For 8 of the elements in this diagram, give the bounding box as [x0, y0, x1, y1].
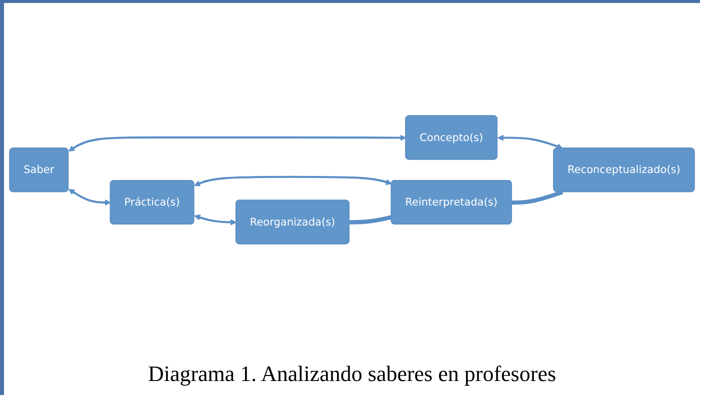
arrow [68, 189, 111, 206]
connector [349, 215, 392, 225]
arrow [194, 176, 392, 187]
connector [512, 190, 564, 205]
caption: Diagrama 1. Analizando saberes en profesores [148, 361, 556, 387]
arrow [68, 134, 406, 152]
arrow [497, 134, 563, 150]
arrow [194, 214, 236, 226]
